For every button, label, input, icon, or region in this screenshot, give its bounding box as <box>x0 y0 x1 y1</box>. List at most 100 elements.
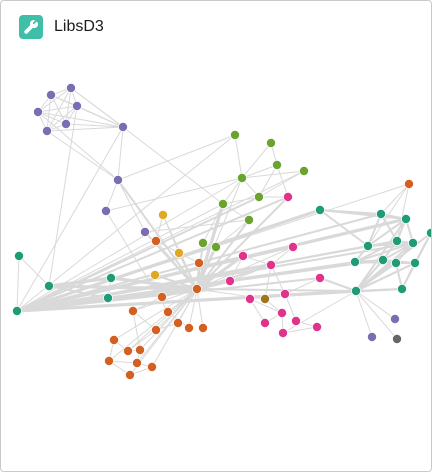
graph-node-orange[interactable] <box>150 235 161 246</box>
graph-node-green[interactable] <box>217 198 228 209</box>
graph-node-yellow[interactable] <box>157 209 168 220</box>
graph-edge <box>117 134 236 181</box>
graph-node-teal[interactable] <box>103 292 114 303</box>
graph-edge <box>319 209 407 220</box>
graph-node-teal[interactable] <box>362 240 373 251</box>
graph-edge <box>355 290 373 338</box>
graph-node-teal[interactable] <box>390 257 401 268</box>
graph-edge <box>76 105 124 128</box>
graph-node-orange[interactable] <box>128 305 139 316</box>
graph-node-orange[interactable] <box>125 369 136 380</box>
graph-node-purple[interactable] <box>366 331 377 342</box>
graph-node-pink[interactable] <box>311 321 322 332</box>
graph-node-orange[interactable] <box>109 334 120 345</box>
graph-node-green[interactable] <box>229 129 240 140</box>
graph-node-pink[interactable] <box>276 307 287 318</box>
graph-edge <box>37 111 119 181</box>
graph-node-teal[interactable] <box>106 272 117 283</box>
graph-node-pink[interactable] <box>244 293 255 304</box>
graph-node-pink[interactable] <box>224 275 235 286</box>
graph-edge <box>196 288 357 292</box>
graph-edge <box>355 218 407 292</box>
graph-edge <box>355 290 398 340</box>
graph-node-teal[interactable] <box>375 208 386 219</box>
graph-node-orange[interactable] <box>191 283 202 294</box>
graph-edge <box>196 288 204 329</box>
graph-edge <box>282 290 357 334</box>
graph-edge <box>47 284 199 291</box>
graph-node-purple[interactable] <box>139 226 150 237</box>
graph-node-orange[interactable] <box>123 345 134 356</box>
graph-node-teal[interactable] <box>44 280 55 291</box>
graph-edge <box>16 177 243 312</box>
graph-edge <box>367 183 410 247</box>
graph-node-orange[interactable] <box>193 257 204 268</box>
graph-node-green[interactable] <box>271 159 282 170</box>
graph-node-purple[interactable] <box>61 119 72 130</box>
graph-node-pink[interactable] <box>282 191 293 202</box>
graph-node-teal[interactable] <box>391 235 402 246</box>
graph-edge <box>70 87 124 128</box>
graph-node-teal[interactable] <box>407 237 418 248</box>
graph-node-pink[interactable] <box>314 272 325 283</box>
graph-node-purple[interactable] <box>33 107 44 118</box>
graph-node-purple[interactable] <box>72 101 83 112</box>
graph-node-purple[interactable] <box>113 174 124 185</box>
graph-node-teal[interactable] <box>314 204 325 215</box>
graph-node-pink[interactable] <box>265 259 276 270</box>
graph-node-teal[interactable] <box>400 213 411 224</box>
graph-node-pink[interactable] <box>259 317 270 328</box>
graph-node-teal[interactable] <box>350 285 361 296</box>
graph-node-purple[interactable] <box>46 90 57 101</box>
graph-node-green[interactable] <box>298 165 309 176</box>
graph-edge <box>196 177 243 290</box>
graph-node-orange[interactable] <box>162 306 173 317</box>
graph-edge <box>276 164 289 198</box>
graph-node-purple[interactable] <box>389 313 400 324</box>
graph-node-pink[interactable] <box>277 327 288 338</box>
graph-node-teal[interactable] <box>13 250 24 261</box>
graph-edge <box>355 262 416 292</box>
graph-node-purple[interactable] <box>101 205 112 216</box>
graph-node-pink[interactable] <box>237 250 248 261</box>
graph-node-purple[interactable] <box>42 126 53 137</box>
graph-node-green[interactable] <box>236 172 247 183</box>
graph-edge <box>144 219 250 233</box>
graph-node-teal[interactable] <box>396 283 407 294</box>
graph-node-orange[interactable] <box>197 322 208 333</box>
graph-edge <box>16 255 20 312</box>
graph-node-orange[interactable] <box>150 324 161 335</box>
graph-node-yellow[interactable] <box>149 269 160 280</box>
graph-edge <box>117 126 124 181</box>
graph-node-teal[interactable] <box>11 305 22 316</box>
graph-node-orange[interactable] <box>172 317 183 328</box>
graph-node-pink[interactable] <box>287 241 298 252</box>
graph-node-orange[interactable] <box>156 291 167 302</box>
graph-node-green[interactable] <box>210 241 221 252</box>
graph-node-teal[interactable] <box>349 256 360 267</box>
graph-node-brown[interactable] <box>259 293 270 304</box>
graph-node-orange[interactable] <box>403 178 414 189</box>
graph-node-pink[interactable] <box>279 288 290 299</box>
graph-node-orange[interactable] <box>131 357 142 368</box>
graph-node-purple[interactable] <box>66 83 77 94</box>
graph-node-yellow[interactable] <box>173 247 184 258</box>
graph-node-teal[interactable] <box>377 254 388 265</box>
graph-node-purple[interactable] <box>118 122 129 133</box>
graph-edge <box>196 196 289 290</box>
graph-node-pink[interactable] <box>290 315 301 326</box>
graph-edge <box>16 196 260 312</box>
graph-edge <box>37 111 67 125</box>
graph-node-green[interactable] <box>253 191 264 202</box>
graph-node-gray[interactable] <box>391 333 402 344</box>
graph-node-teal[interactable] <box>409 257 420 268</box>
graph-node-green[interactable] <box>197 237 208 248</box>
graph-node-orange[interactable] <box>104 355 115 366</box>
graph-node-green[interactable] <box>265 137 276 148</box>
graph-edge <box>241 170 305 179</box>
graph-node-green[interactable] <box>243 214 254 225</box>
graph-node-orange[interactable] <box>134 344 145 355</box>
graph-node-orange[interactable] <box>146 361 157 372</box>
graph-node-orange[interactable] <box>183 322 194 333</box>
